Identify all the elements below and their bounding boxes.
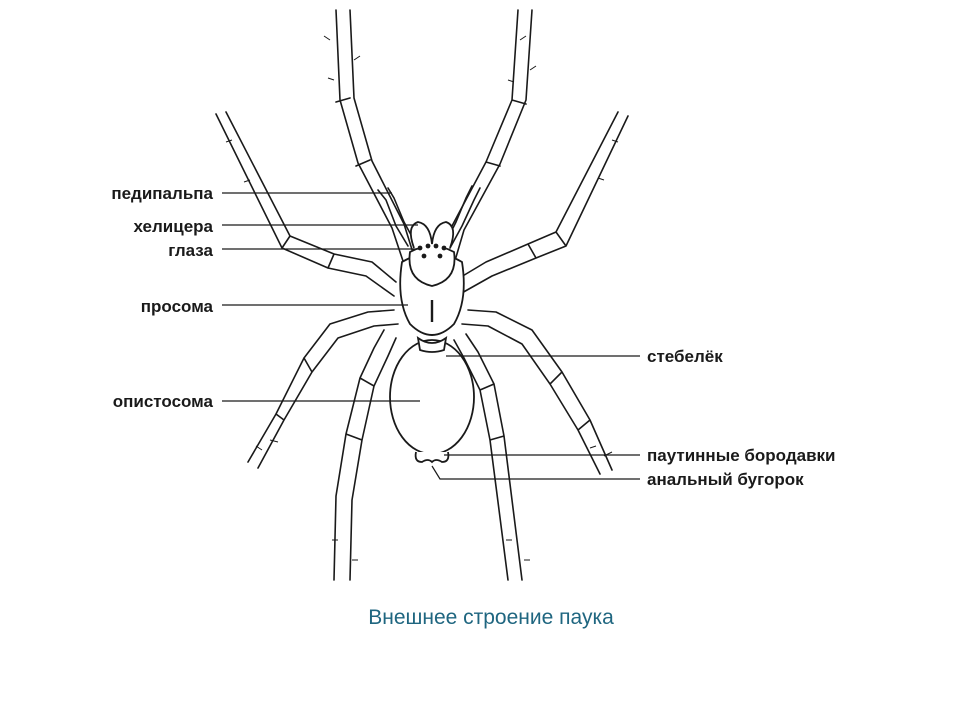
leg-right-4: [453, 333, 523, 581]
eye-dot: [421, 253, 427, 259]
label-chelicera: хелицера: [134, 217, 214, 236]
label-anal-tubercle: анальный бугорок: [647, 470, 804, 489]
eye-dot: [417, 245, 423, 251]
leg-left-3: [247, 309, 399, 469]
leader-anal-tubercle: [431, 465, 640, 480]
label-spinnerets: паутинные бородавки: [647, 446, 835, 465]
leader-lines: [222, 192, 640, 480]
leg-left-2: [215, 111, 397, 297]
diagram-caption: Внешнее строение паука: [368, 606, 614, 629]
leg-right-2: [455, 111, 629, 295]
chelicera-shape: [409, 221, 455, 249]
eye-dot: [425, 243, 431, 249]
leg-bristles: [225, 35, 619, 561]
eyes-group: [417, 243, 447, 259]
eye-dot: [433, 243, 439, 249]
leg-left-1: [335, 9, 415, 265]
leg-right-3: [461, 309, 613, 475]
label-pedicel: стебелёк: [647, 347, 723, 366]
opisthosoma-shape: [389, 339, 475, 455]
label-eyes: глаза: [168, 241, 213, 260]
label-prosoma: просома: [141, 297, 214, 316]
pedicel-shape: [416, 336, 448, 353]
leg-right-1: [439, 9, 533, 265]
spinnerets-shape: [414, 451, 450, 464]
spider-body: [389, 221, 475, 464]
label-pedipalp: педипальпа: [111, 184, 213, 203]
eye-dot: [437, 253, 443, 259]
label-opisthosoma: опистосома: [113, 392, 214, 411]
eye-dot: [441, 245, 447, 251]
leg-left-4: [333, 329, 397, 581]
